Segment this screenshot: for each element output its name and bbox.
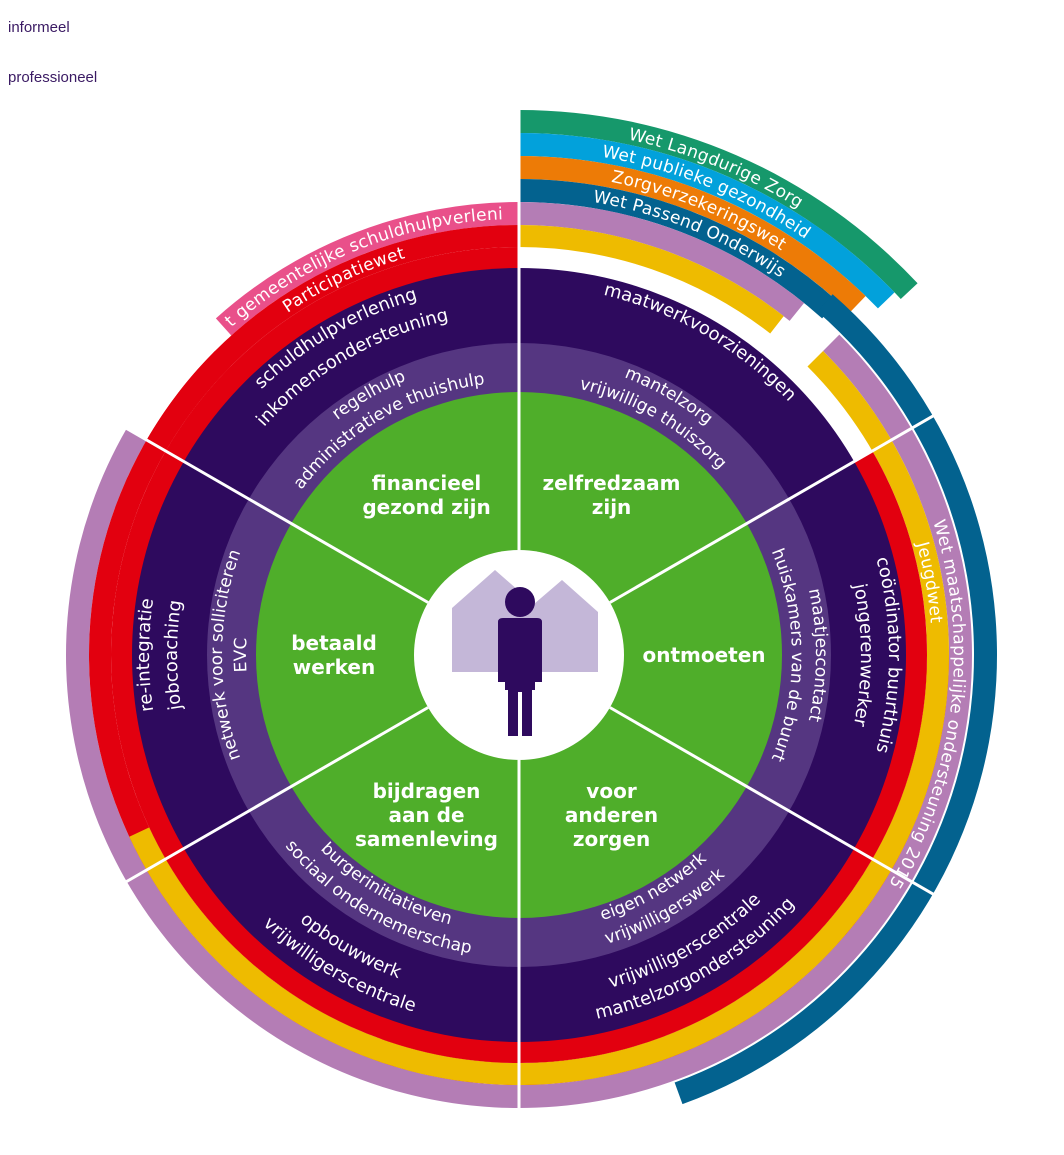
legend-professional: professioneel (8, 69, 98, 86)
band-participatiewet (146, 225, 519, 451)
sector-title-3-2: zorgen (573, 827, 650, 851)
sector-divider (46, 381, 429, 604)
sector-title-5-1: werken (293, 655, 375, 679)
band-jeugdwet (129, 350, 949, 1085)
band-wet-langdurige-zorg (519, 110, 918, 299)
sector-title-4-2: samenleving (355, 827, 498, 851)
band-wmo (65, 334, 972, 1108)
sector-title-2-0: ontmoeten (642, 643, 765, 667)
center-group (452, 570, 598, 736)
sector-title-1-0: zelfredzaam (543, 471, 681, 495)
band-wet-passend-onderwijs (519, 179, 838, 319)
sector-title-3-1: anderen (565, 803, 658, 827)
sector-divider (609, 381, 992, 604)
band-wmo-upper (519, 202, 805, 321)
sector-divider (46, 706, 429, 929)
sector-title-0-0: financieel (372, 471, 482, 495)
service-professional-5-0: re-integratie (133, 597, 158, 713)
sector-divider (609, 706, 992, 929)
band-red-right (853, 451, 928, 859)
sector-title-1-1: zijn (592, 495, 632, 519)
service-professional-5-0-text: re-integratie (133, 597, 158, 713)
legend: informeel professioneel (8, 18, 97, 118)
sector-title-3-0: voor (586, 779, 637, 803)
person-with-houses-icon (452, 570, 598, 736)
sector-title-0-1: gezond zijn (362, 495, 490, 519)
service-informal-5-1: EVC (231, 637, 251, 673)
sector-title-5-0: betaald (291, 631, 377, 655)
band-red-topleft (165, 247, 520, 462)
service-informal-5-1-text: EVC (231, 637, 251, 673)
person-head (505, 587, 535, 617)
sector-title-4-1: aan de (388, 803, 464, 827)
person-body (498, 618, 542, 736)
band-wet-publieke-gezondheid (519, 133, 895, 309)
band-jeugdwet-upper (519, 225, 784, 334)
band-wet-passend-onderwijs-side (674, 294, 998, 1105)
band-wet-gemeentelijke-schuldhulpverlening (215, 202, 519, 336)
sector-title-4-0: bijdragen (373, 779, 481, 803)
band-zorgverzekeringswet (519, 156, 866, 313)
legend-informal: informeel (8, 19, 70, 36)
legislation-bands (65, 110, 998, 1108)
